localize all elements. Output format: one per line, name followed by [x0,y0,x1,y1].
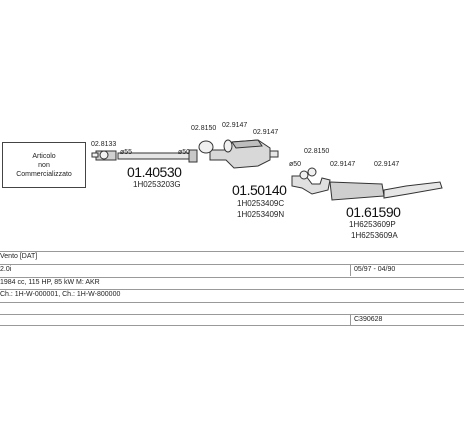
clamp-label: 02.8133 [91,141,117,148]
clamp-label: 02.9147 [374,161,400,168]
clamp-label: 02.8150 [191,125,217,132]
center-silencer-drawing [198,139,279,169]
clamp-label: 02.9147 [222,122,248,129]
clamp-label: 02.8150 [304,148,330,155]
model-row: Vento [DAT] [0,251,464,262]
engine-row: 2.0i 05/97 - 04/90 [0,264,464,275]
not-available-note: Articolo non Commercializzato [2,142,86,188]
spec-text: 1984 cc, 115 HP, 85 kW M: AKR [0,279,100,286]
rear-silencer-drawing [291,167,443,201]
code-row: C390628 [0,314,464,326]
part-number-01-61590[interactable]: 01.61590 [346,204,401,220]
clamp-icons-1 [91,150,109,160]
column-divider [350,264,351,276]
diameter-label: ø55 [120,149,133,156]
empty-row [0,302,464,313]
clamp-label: 02.9147 [253,129,279,136]
clamp-label: 02.9147 [330,161,356,168]
oem-number: 1H6253609P [349,220,396,229]
note-line-2: non [38,161,50,169]
note-line-1: Articolo [32,152,56,160]
model-text: Vento [DAT] [0,253,38,260]
chassis-row: Ch.: 1H-W-000001, Ch.: 1H-W-800000 [0,289,464,300]
chassis-text: Ch.: 1H-W-000001, Ch.: 1H-W-800000 [0,291,121,298]
spec-row: 1984 cc, 115 HP, 85 kW M: AKR [0,277,464,288]
diameter-label: ø50 [178,149,191,156]
exhaust-diagram [91,139,443,201]
catalog-code: C390628 [354,316,383,323]
part-number-01-40530[interactable]: 01.40530 [127,164,182,180]
diameter-label: ø50 [289,161,302,168]
oem-number: 1H6253609A [351,231,398,240]
engine-text: 2.0i [0,266,12,273]
note-line-3: Commercializzato [16,170,72,178]
part-number-01-50140[interactable]: 01.50140 [232,182,287,198]
oem-number: 1H0253409C [237,199,285,208]
oem-number: 1H0253203G [133,180,181,189]
column-divider [350,314,351,325]
dates-text: 05/97 - 04/90 [354,266,396,273]
oem-number: 1H0253409N [237,210,285,219]
